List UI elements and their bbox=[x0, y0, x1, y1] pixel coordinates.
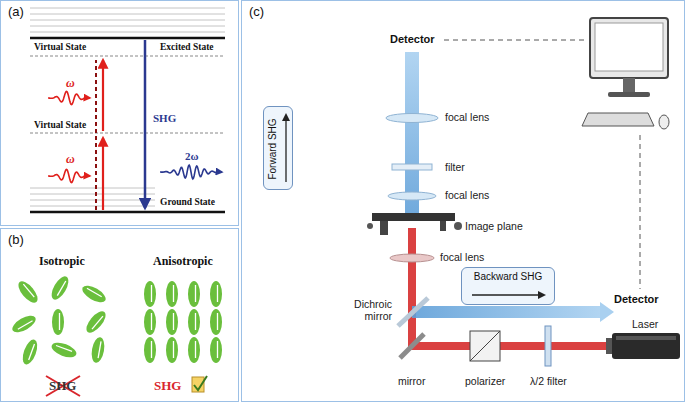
molecule bbox=[210, 309, 222, 335]
figure-panel: (c) Forward SHG Backward SHG bbox=[241, 0, 685, 402]
direction-arrow bbox=[281, 112, 291, 184]
molecule bbox=[80, 282, 109, 305]
component-label: Detector bbox=[614, 293, 659, 305]
direction-arrow bbox=[470, 290, 548, 300]
figure-panel: (a) bbox=[0, 0, 239, 226]
component-label: Detector bbox=[390, 33, 435, 45]
molecule bbox=[188, 337, 200, 363]
component-label: Dichroic mirror bbox=[330, 298, 392, 322]
component-label: λ/2 filter bbox=[530, 375, 567, 387]
molecule bbox=[210, 337, 222, 363]
state-label: Virtual State bbox=[34, 120, 86, 130]
molecule bbox=[188, 281, 200, 307]
component-label: polarizer bbox=[465, 375, 505, 387]
component-label: Image plane bbox=[465, 220, 523, 232]
molecule bbox=[188, 309, 200, 335]
molecule bbox=[15, 278, 41, 306]
component-label: focal lens bbox=[445, 189, 489, 201]
group-heading: Anisotropic bbox=[153, 254, 213, 269]
check-icon bbox=[192, 376, 207, 392]
molecule bbox=[144, 309, 156, 335]
wave-packet bbox=[48, 169, 90, 182]
molecule bbox=[144, 337, 156, 363]
molecule bbox=[210, 281, 222, 307]
panel-letter: (a) bbox=[8, 4, 231, 19]
state-label: Excited State bbox=[160, 42, 214, 52]
component-label: mirror bbox=[398, 375, 425, 387]
frequency-label: ω bbox=[66, 76, 75, 91]
molecule bbox=[10, 312, 39, 335]
box-label: Backward SHG bbox=[462, 268, 554, 283]
panel-letter: (c) bbox=[249, 4, 677, 19]
label-box: Backward SHG bbox=[461, 267, 555, 305]
panel-letter: (b) bbox=[8, 232, 231, 247]
molecules bbox=[10, 274, 222, 367]
group-heading: Isotropic bbox=[39, 254, 85, 269]
molecule bbox=[20, 338, 40, 367]
molecule bbox=[50, 340, 79, 360]
wave-packet bbox=[160, 165, 222, 179]
molecule bbox=[166, 337, 178, 363]
box-label: Forward SHG bbox=[267, 107, 279, 191]
molecule bbox=[52, 309, 64, 335]
energy-levels bbox=[30, 8, 225, 212]
signal-label: SHG bbox=[49, 378, 76, 394]
state-label: Ground State bbox=[160, 197, 215, 207]
component-label: focal lens bbox=[445, 111, 489, 123]
molecule bbox=[83, 308, 109, 336]
component-label: filter bbox=[445, 161, 465, 173]
molecule bbox=[48, 274, 71, 303]
component-label: focal lens bbox=[440, 251, 484, 263]
wave-packet bbox=[48, 91, 90, 104]
molecule bbox=[166, 309, 178, 335]
molecule bbox=[144, 281, 156, 307]
component-label: Laser bbox=[632, 318, 658, 330]
label-box: Forward SHG bbox=[263, 106, 293, 190]
molecule bbox=[166, 281, 178, 307]
frequency-label: ω bbox=[66, 152, 75, 167]
optical-setup bbox=[367, 18, 680, 366]
signal-label: SHG bbox=[153, 112, 176, 124]
molecule bbox=[90, 336, 106, 364]
cross-mark bbox=[46, 376, 80, 396]
frequency-label: 2ω bbox=[185, 150, 199, 162]
signal-label: SHG bbox=[154, 378, 181, 394]
state-label: Virtual State bbox=[34, 42, 86, 52]
